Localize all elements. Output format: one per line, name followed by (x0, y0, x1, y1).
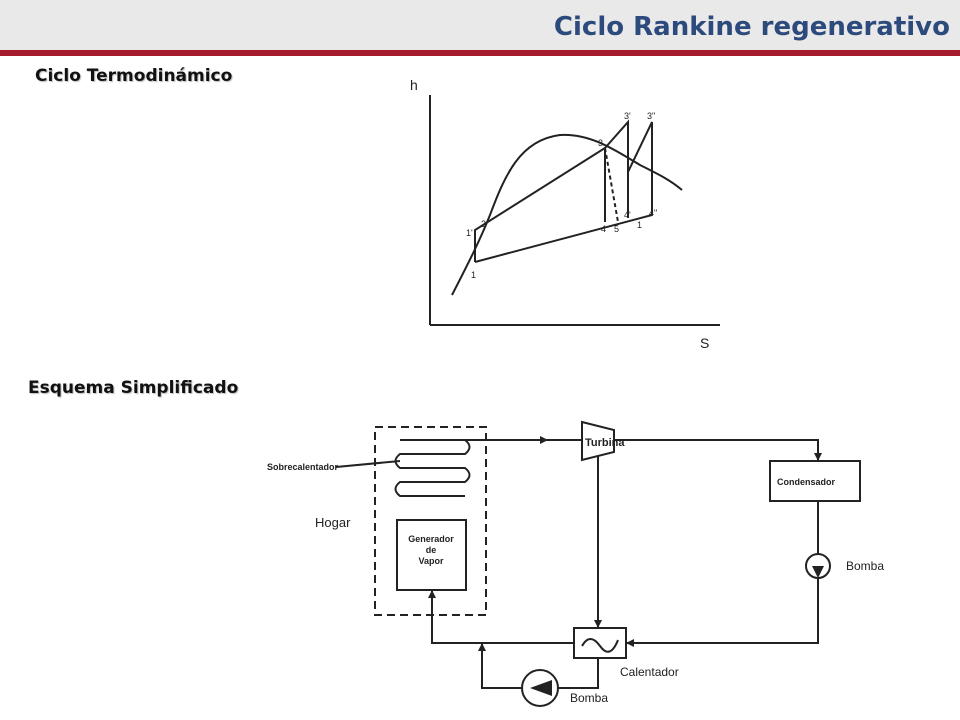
generator-label-line1: Generador (408, 534, 454, 544)
cycle-section-heading: Ciclo Termodinámico (35, 66, 233, 86)
state-label: 5 (614, 224, 619, 234)
cycle-upper-path (474, 119, 653, 262)
hs-x-label: S (700, 335, 709, 351)
state-label: 2 (481, 219, 486, 229)
superheater-coil (394, 439, 471, 497)
steam-generator-box (396, 519, 467, 591)
pipe-drain-return (481, 643, 522, 689)
real-expansion-3-5 (604, 147, 619, 223)
condenser-box (769, 460, 861, 502)
generator-label-line2: de (426, 545, 437, 555)
heater-label: Calentador (620, 665, 679, 679)
hs-y-label: h (410, 77, 418, 93)
heater-box (573, 627, 627, 659)
pump-bottom-arrow-icon (530, 680, 552, 696)
heater-coil (581, 638, 619, 653)
condenser-label: Condensador (777, 477, 836, 487)
state-label: 3' (624, 111, 631, 121)
scheme-section-heading: Esquema Simplificado (28, 378, 239, 398)
flow-arrow-icon (428, 590, 436, 598)
flow-arrow-icon (814, 453, 822, 461)
pipe-heater-drain (558, 658, 599, 689)
state-label: 1' (466, 228, 473, 238)
saturation-dome (451, 133, 683, 296)
state-label: 3 (598, 138, 603, 148)
pipe-turbine-to-condenser (614, 439, 819, 461)
state-label: 3" (647, 111, 655, 121)
generator-label-line3: Vapor (418, 556, 444, 566)
state-label: 4 (601, 224, 606, 234)
state-label: 4' (624, 210, 631, 220)
cycle-lower-path (474, 214, 653, 263)
flow-arrow-icon (594, 620, 602, 628)
pipe-heater-to-generator (431, 590, 574, 644)
state-label: 4" (649, 208, 657, 218)
pump-bottom-label: Bomba (570, 691, 608, 705)
flow-arrow-icon (540, 436, 548, 444)
slide-title: Ciclo Rankine regenerativo (553, 12, 950, 42)
furnace-label: Hogar (315, 515, 351, 530)
pump-top-arrow-icon (812, 566, 824, 578)
state-label: 1 (471, 270, 476, 280)
flow-arrow-icon (626, 639, 634, 647)
turbine-label: Turbina (585, 437, 625, 449)
pump-top-label: Bomba (846, 559, 884, 573)
turbine-shape (581, 420, 615, 462)
title-accent-rule (0, 50, 960, 56)
superheater-leader-line (335, 460, 401, 468)
title-bar: Ciclo Rankine regenerativo (0, 0, 960, 50)
state-label: 1 (637, 220, 642, 230)
pipe-pump-to-heater (626, 578, 819, 644)
flow-arrow-icon (478, 643, 486, 651)
superheater-label: Sobrecalentador (267, 462, 339, 472)
furnace-boundary (374, 426, 487, 616)
